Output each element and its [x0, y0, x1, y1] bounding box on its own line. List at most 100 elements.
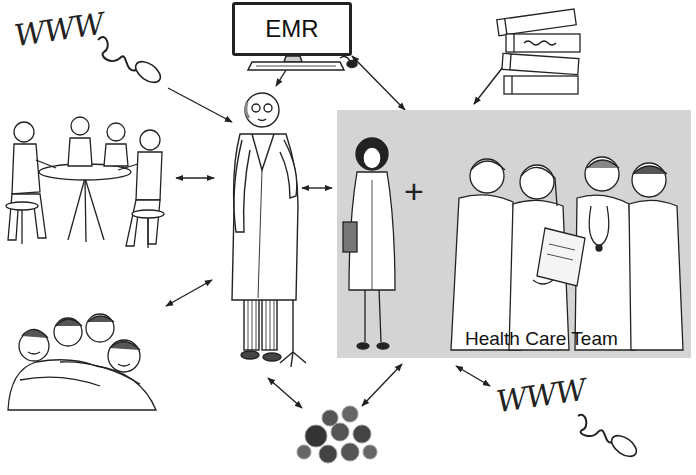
emr-label: EMR	[265, 15, 318, 43]
www-label: WWW	[494, 372, 588, 419]
team-figures-part	[547, 254, 573, 260]
team-figures-part	[520, 165, 554, 199]
patient-figure-part	[264, 104, 272, 112]
patient-figure-part	[262, 296, 277, 350]
team-figures	[451, 157, 683, 350]
patient-figure-part	[258, 170, 262, 298]
meeting-group-part	[12, 144, 40, 194]
team-figures-part	[533, 280, 553, 284]
relation-arrows-part	[276, 70, 286, 86]
books-stack-part-part	[497, 9, 576, 36]
team-figures-part	[471, 161, 505, 170]
team-figures-part	[549, 244, 575, 250]
social-media-icons-part	[363, 445, 377, 459]
patient-figure-part	[241, 351, 259, 359]
team-figures-part	[575, 195, 635, 350]
relation-arrows-part	[302, 187, 332, 188]
connector-arrow	[352, 56, 405, 110]
doctor-figure	[343, 138, 395, 349]
meeting-group-part	[85, 178, 86, 242]
books-stack-part-part	[510, 54, 511, 70]
relation-arrows-part	[176, 177, 214, 178]
doctor-figure-part	[356, 138, 388, 170]
family-group-part	[20, 377, 100, 386]
doctor-figure-part	[372, 180, 373, 290]
social-media-icons	[297, 406, 377, 463]
social-media-icons-part	[353, 425, 371, 443]
patient-figure-part	[252, 134, 274, 170]
team-figures-part	[537, 228, 585, 286]
mouse-cable-part	[578, 415, 612, 443]
patient-figure-part	[263, 353, 281, 361]
relation-arrows-part	[362, 364, 402, 406]
patient-figure-part	[291, 352, 293, 367]
team-label: Health Care Team	[465, 328, 618, 350]
social-media-icons-part	[319, 445, 337, 463]
team-figures-part	[470, 159, 504, 193]
team-figures-part	[596, 245, 602, 251]
patient-figure-part-part	[256, 298, 257, 350]
social-media-icons-part	[297, 445, 311, 459]
patient-figure-part	[248, 298, 274, 350]
team-figures-part	[521, 167, 557, 206]
meeting-group	[6, 117, 164, 248]
computer-parts-part	[248, 62, 344, 70]
meeting-group-part	[126, 200, 160, 246]
mouse-cable-part	[132, 57, 164, 86]
meeting-group-part	[132, 210, 164, 218]
patient-figure-part-part	[274, 298, 275, 350]
team-figures-part	[585, 157, 619, 191]
team-panel: Health Care Team	[337, 110, 691, 358]
relation-arrows-part	[456, 366, 490, 386]
computer-parts-part	[340, 57, 350, 61]
books-stack	[497, 9, 580, 94]
family-group-part	[56, 319, 82, 326]
team-figures-part	[633, 166, 667, 174]
meeting-group-part	[21, 210, 22, 244]
relation-arrows-part	[166, 280, 212, 306]
team-figures-part	[629, 200, 683, 350]
relation-arrows-part	[168, 88, 232, 122]
doctor-figure-part	[343, 222, 357, 252]
social-media-icons-part	[305, 425, 327, 447]
meeting-group-part	[68, 138, 92, 166]
patient-figure-part	[252, 104, 260, 112]
meeting-group-part	[68, 178, 85, 240]
family-group	[8, 314, 156, 410]
patient-figure-part-part	[248, 298, 249, 350]
computer-parts-part	[347, 61, 357, 68]
patient-figure-part	[280, 140, 297, 198]
family-group-part	[86, 314, 114, 342]
meeting-group-part	[147, 218, 148, 248]
plus-sign: +	[404, 172, 424, 211]
team-figures-part	[632, 163, 666, 197]
books-stack-part	[506, 34, 580, 52]
relation-arrows-part	[268, 378, 302, 408]
meeting-group-part	[140, 130, 160, 150]
mouse-cable	[98, 37, 640, 461]
meeting-group-part	[104, 144, 128, 166]
books-stack-part	[497, 9, 576, 36]
doctor-figure-part	[357, 343, 369, 349]
patient-figure-part	[245, 93, 279, 127]
patient-figure-part	[244, 296, 259, 350]
family-group-part	[28, 352, 40, 354]
mouse-cable-part	[98, 37, 136, 70]
patient-figure-part	[258, 119, 266, 121]
meeting-group-part	[14, 122, 34, 142]
patient-figure-part-part	[270, 298, 271, 350]
meeting-group-part	[6, 202, 38, 210]
mouse-cable-part	[608, 431, 640, 460]
family-group-part	[54, 318, 82, 346]
computer-parts-part	[284, 56, 302, 62]
patient-figure-part	[232, 134, 298, 300]
emr-screen: EMR	[232, 2, 352, 56]
doctor-figure-part	[379, 288, 381, 342]
meeting-group-part	[85, 178, 104, 240]
www-label: WWW	[12, 6, 106, 53]
doctor-figure-part	[363, 147, 381, 169]
meeting-group-part	[36, 160, 56, 168]
meeting-group-part	[107, 123, 125, 141]
meeting-group-part	[118, 164, 138, 170]
